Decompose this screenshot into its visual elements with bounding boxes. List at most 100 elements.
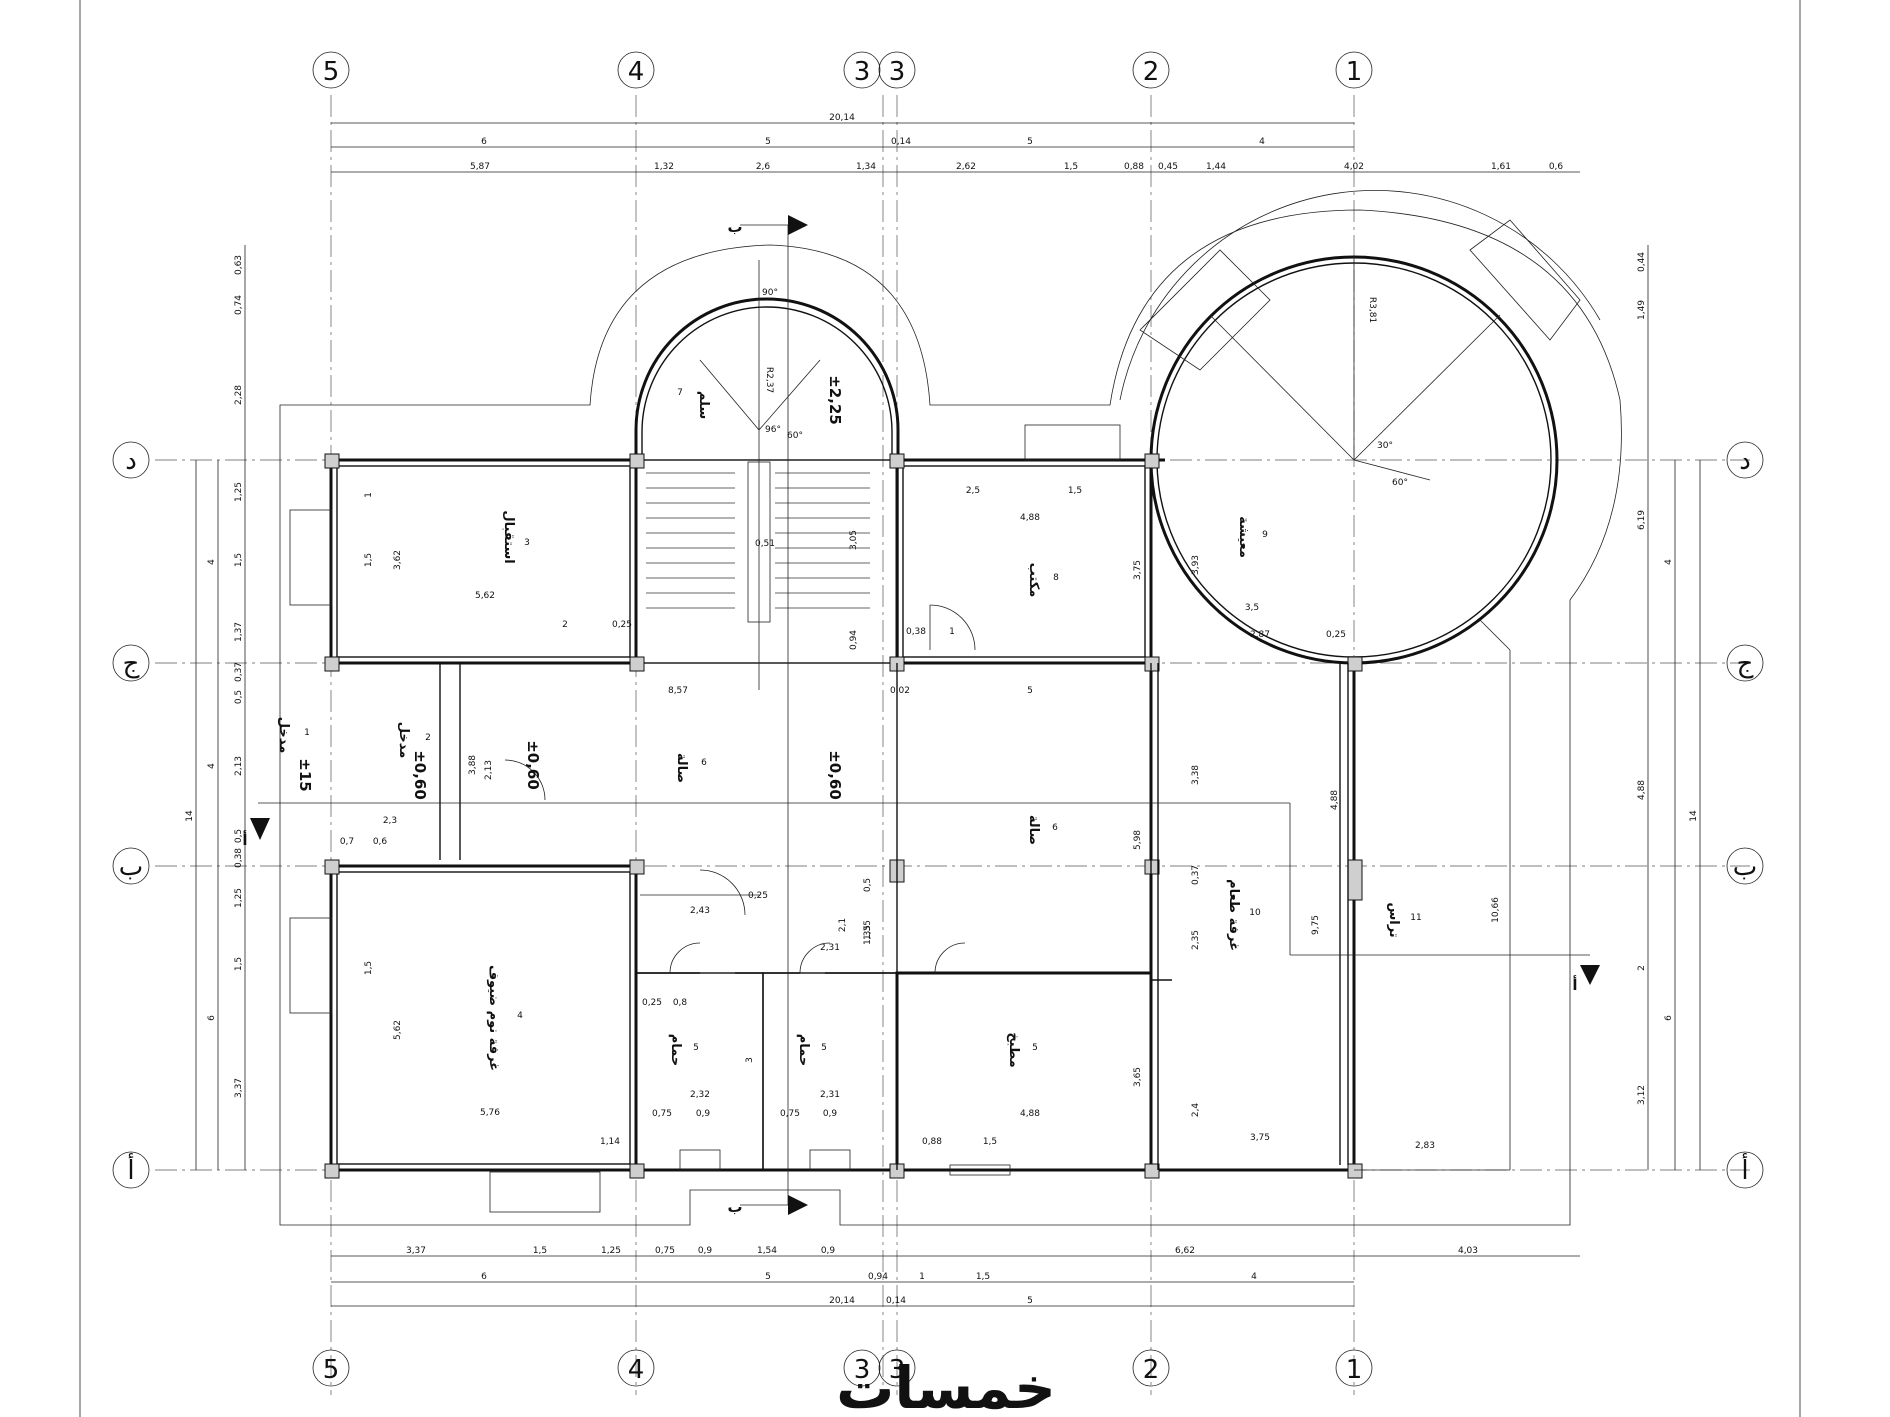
svg-text:3,88: 3,88 xyxy=(468,755,478,775)
svg-text:5,98: 5,98 xyxy=(1133,830,1143,850)
door-swings xyxy=(504,604,976,974)
dim-top-r3-5: 2,62 xyxy=(956,162,976,172)
dim-left-3: 2,28 xyxy=(234,385,244,405)
dim-bottom-overall: 20,14 xyxy=(829,1296,855,1306)
watermark: خمسات xyxy=(836,1354,1056,1417)
dim-bottom-r2-2: 5 xyxy=(765,1272,771,1282)
svg-text:3,75: 3,75 xyxy=(1133,560,1143,580)
svg-text:3,93: 3,93 xyxy=(1191,555,1201,575)
room-entrance1-num: 1 xyxy=(304,728,310,738)
svg-text:2,43: 2,43 xyxy=(690,906,710,916)
svg-text:3,05: 3,05 xyxy=(849,530,859,550)
dim-left-7: 0,37 xyxy=(234,662,244,682)
svg-text:3: 3 xyxy=(745,1057,755,1063)
dim-right-2: 1,49 xyxy=(1637,300,1647,320)
axis-label-right-b: ب xyxy=(1733,852,1757,882)
dim-left-10: 0,5 xyxy=(234,829,244,843)
room-living-name: معيشة xyxy=(1236,516,1251,558)
svg-text:5,76: 5,76 xyxy=(480,1108,500,1118)
svg-text:2,3: 2,3 xyxy=(383,816,397,826)
room-entrance1-name: مدخل xyxy=(276,717,291,754)
svg-text:0,8: 0,8 xyxy=(673,998,688,1008)
axis-label-left-d: د xyxy=(125,446,137,476)
level-entrance2: ±0,60 xyxy=(411,750,429,800)
dim-top-r3-1: 5,87 xyxy=(470,162,490,172)
svg-text:0,94: 0,94 xyxy=(849,630,859,650)
staircase xyxy=(646,260,870,690)
room-entrance2-name: مدخل xyxy=(396,722,411,759)
svg-text:0,75: 0,75 xyxy=(780,1109,800,1119)
axis-label-top-2: 4 xyxy=(628,57,645,87)
axis-label-bottom-5: 2 xyxy=(1143,1355,1160,1385)
dim-top-r3-3: 2,6 xyxy=(756,162,771,172)
axis-label-right-d: د xyxy=(1739,446,1751,476)
svg-text:3,62: 3,62 xyxy=(393,550,403,570)
angle-labels: 90° 96° 60° 30° 60° xyxy=(762,288,1408,488)
dim-right-4: 4 xyxy=(1664,559,1674,565)
svg-text:8,57: 8,57 xyxy=(668,686,688,696)
svg-text:60°: 60° xyxy=(787,431,803,441)
svg-text:1: 1 xyxy=(949,627,955,637)
room-kitchen-name: مطبخ xyxy=(1006,1032,1021,1067)
building-walls xyxy=(329,255,1559,1172)
dim-top-r3-4: 1,34 xyxy=(856,162,876,172)
room-bath2-name: حمام xyxy=(796,1034,811,1067)
room-office-num: 8 xyxy=(1053,573,1059,583)
section-mark-right: أ xyxy=(1572,975,1577,994)
svg-text:3,5: 3,5 xyxy=(1245,603,1259,613)
svg-text:R2,37: R2,37 xyxy=(764,367,774,393)
axis-label-top-3: 3 xyxy=(854,57,871,87)
svg-text:3,38: 3,38 xyxy=(1191,765,1201,785)
axis-label-left-b: ب xyxy=(119,852,143,882)
room-kitchen-num: 5 xyxy=(1032,1043,1038,1053)
room-bath1-num: 5 xyxy=(693,1043,699,1053)
svg-text:2,35: 2,35 xyxy=(1191,930,1201,950)
axis-label-top-1: 5 xyxy=(323,57,340,87)
dim-bottom-r1-1: 3,37 xyxy=(406,1246,426,1256)
dim-right-9: 14 xyxy=(1689,810,1699,822)
dim-bottom-r1-2: 1,5 xyxy=(533,1246,547,1256)
svg-text:10,66: 10,66 xyxy=(1491,897,1501,923)
dim-top-r2-4: 5 xyxy=(1027,137,1033,147)
axis-label-bottom-2: 4 xyxy=(628,1355,645,1385)
axis-label-bottom-1: 5 xyxy=(323,1355,340,1385)
svg-text:30°: 30° xyxy=(1377,441,1393,451)
room-reception-num: 3 xyxy=(524,538,530,548)
axis-label-bottom-6: 1 xyxy=(1346,1355,1363,1385)
level-markers: ±2,25 ±0,60 ±0,60 ±0,60 ±15 xyxy=(296,375,844,800)
svg-text:1,14: 1,14 xyxy=(600,1137,620,1147)
dim-left-12: 1,25 xyxy=(234,888,244,908)
section-lines xyxy=(250,215,1600,1215)
dim-right-1: 0,44 xyxy=(1637,252,1647,272)
dim-top-r2-2: 5 xyxy=(765,137,771,147)
dim-top-r3-10: 4,02 xyxy=(1344,162,1364,172)
room-guest-num: 4 xyxy=(517,1011,523,1021)
axis-bubbles-bottom: 5 4 3 3 2 1 xyxy=(312,1349,1373,1387)
section-mark-top: ب xyxy=(727,218,742,236)
svg-text:0,9: 0,9 xyxy=(696,1109,711,1119)
room-dining-name: غرفة طعام xyxy=(1226,879,1241,951)
dim-right-5: 4,88 xyxy=(1637,780,1647,800)
dim-bottom-r1-7: 0,9 xyxy=(821,1246,836,1256)
dim-bottom-r1-9: 4,03 xyxy=(1458,1246,1478,1256)
svg-text:1,5: 1,5 xyxy=(983,1137,997,1147)
axis-label-top-4: 3 xyxy=(889,57,906,87)
dim-bottom-overall-b: 0,14 xyxy=(886,1296,906,1306)
dim-top-r3-12: 0,6 xyxy=(1549,162,1564,172)
svg-text:0,38: 0,38 xyxy=(906,627,926,637)
room-hall1-num: 6 xyxy=(701,758,707,768)
svg-text:2: 2 xyxy=(562,620,568,630)
svg-text:2,5: 2,5 xyxy=(966,486,980,496)
axis-label-bottom-4: 3 xyxy=(889,1355,906,1385)
svg-text:9,75: 9,75 xyxy=(1311,915,1321,935)
svg-text:1,5: 1,5 xyxy=(364,961,374,975)
interior-partitions xyxy=(360,619,1511,1171)
dim-right-3: 6,19 xyxy=(1637,510,1647,530)
dim-left-14: 3,37 xyxy=(234,1078,244,1098)
dimension-chains-right: 0,44 1,49 6,19 4 4,88 2 6 3,12 14 xyxy=(1637,245,1701,1170)
dim-left-11: 0,38 xyxy=(234,848,244,868)
dim-left-6: 1,37 xyxy=(234,622,244,642)
dim-top-r3-11: 1,61 xyxy=(1491,162,1511,172)
section-mark-left: أ xyxy=(242,830,247,849)
svg-text:0,88: 0,88 xyxy=(922,1137,942,1147)
